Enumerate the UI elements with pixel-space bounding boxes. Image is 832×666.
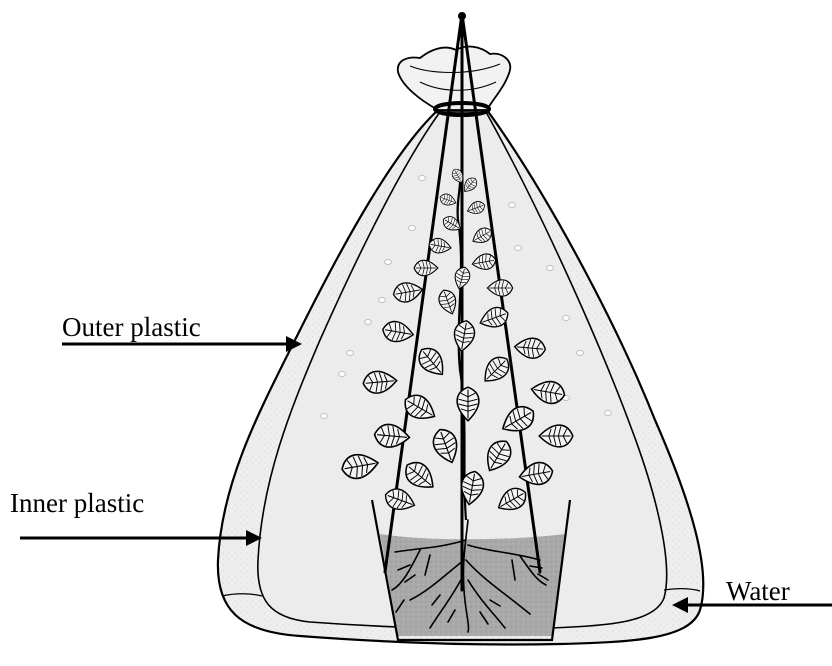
- stake-top-knob: [458, 12, 466, 20]
- water-label: Water: [726, 578, 790, 605]
- inner-plastic-label: Inner plastic: [10, 490, 144, 517]
- outer-plastic-label: Outer plastic: [62, 314, 201, 341]
